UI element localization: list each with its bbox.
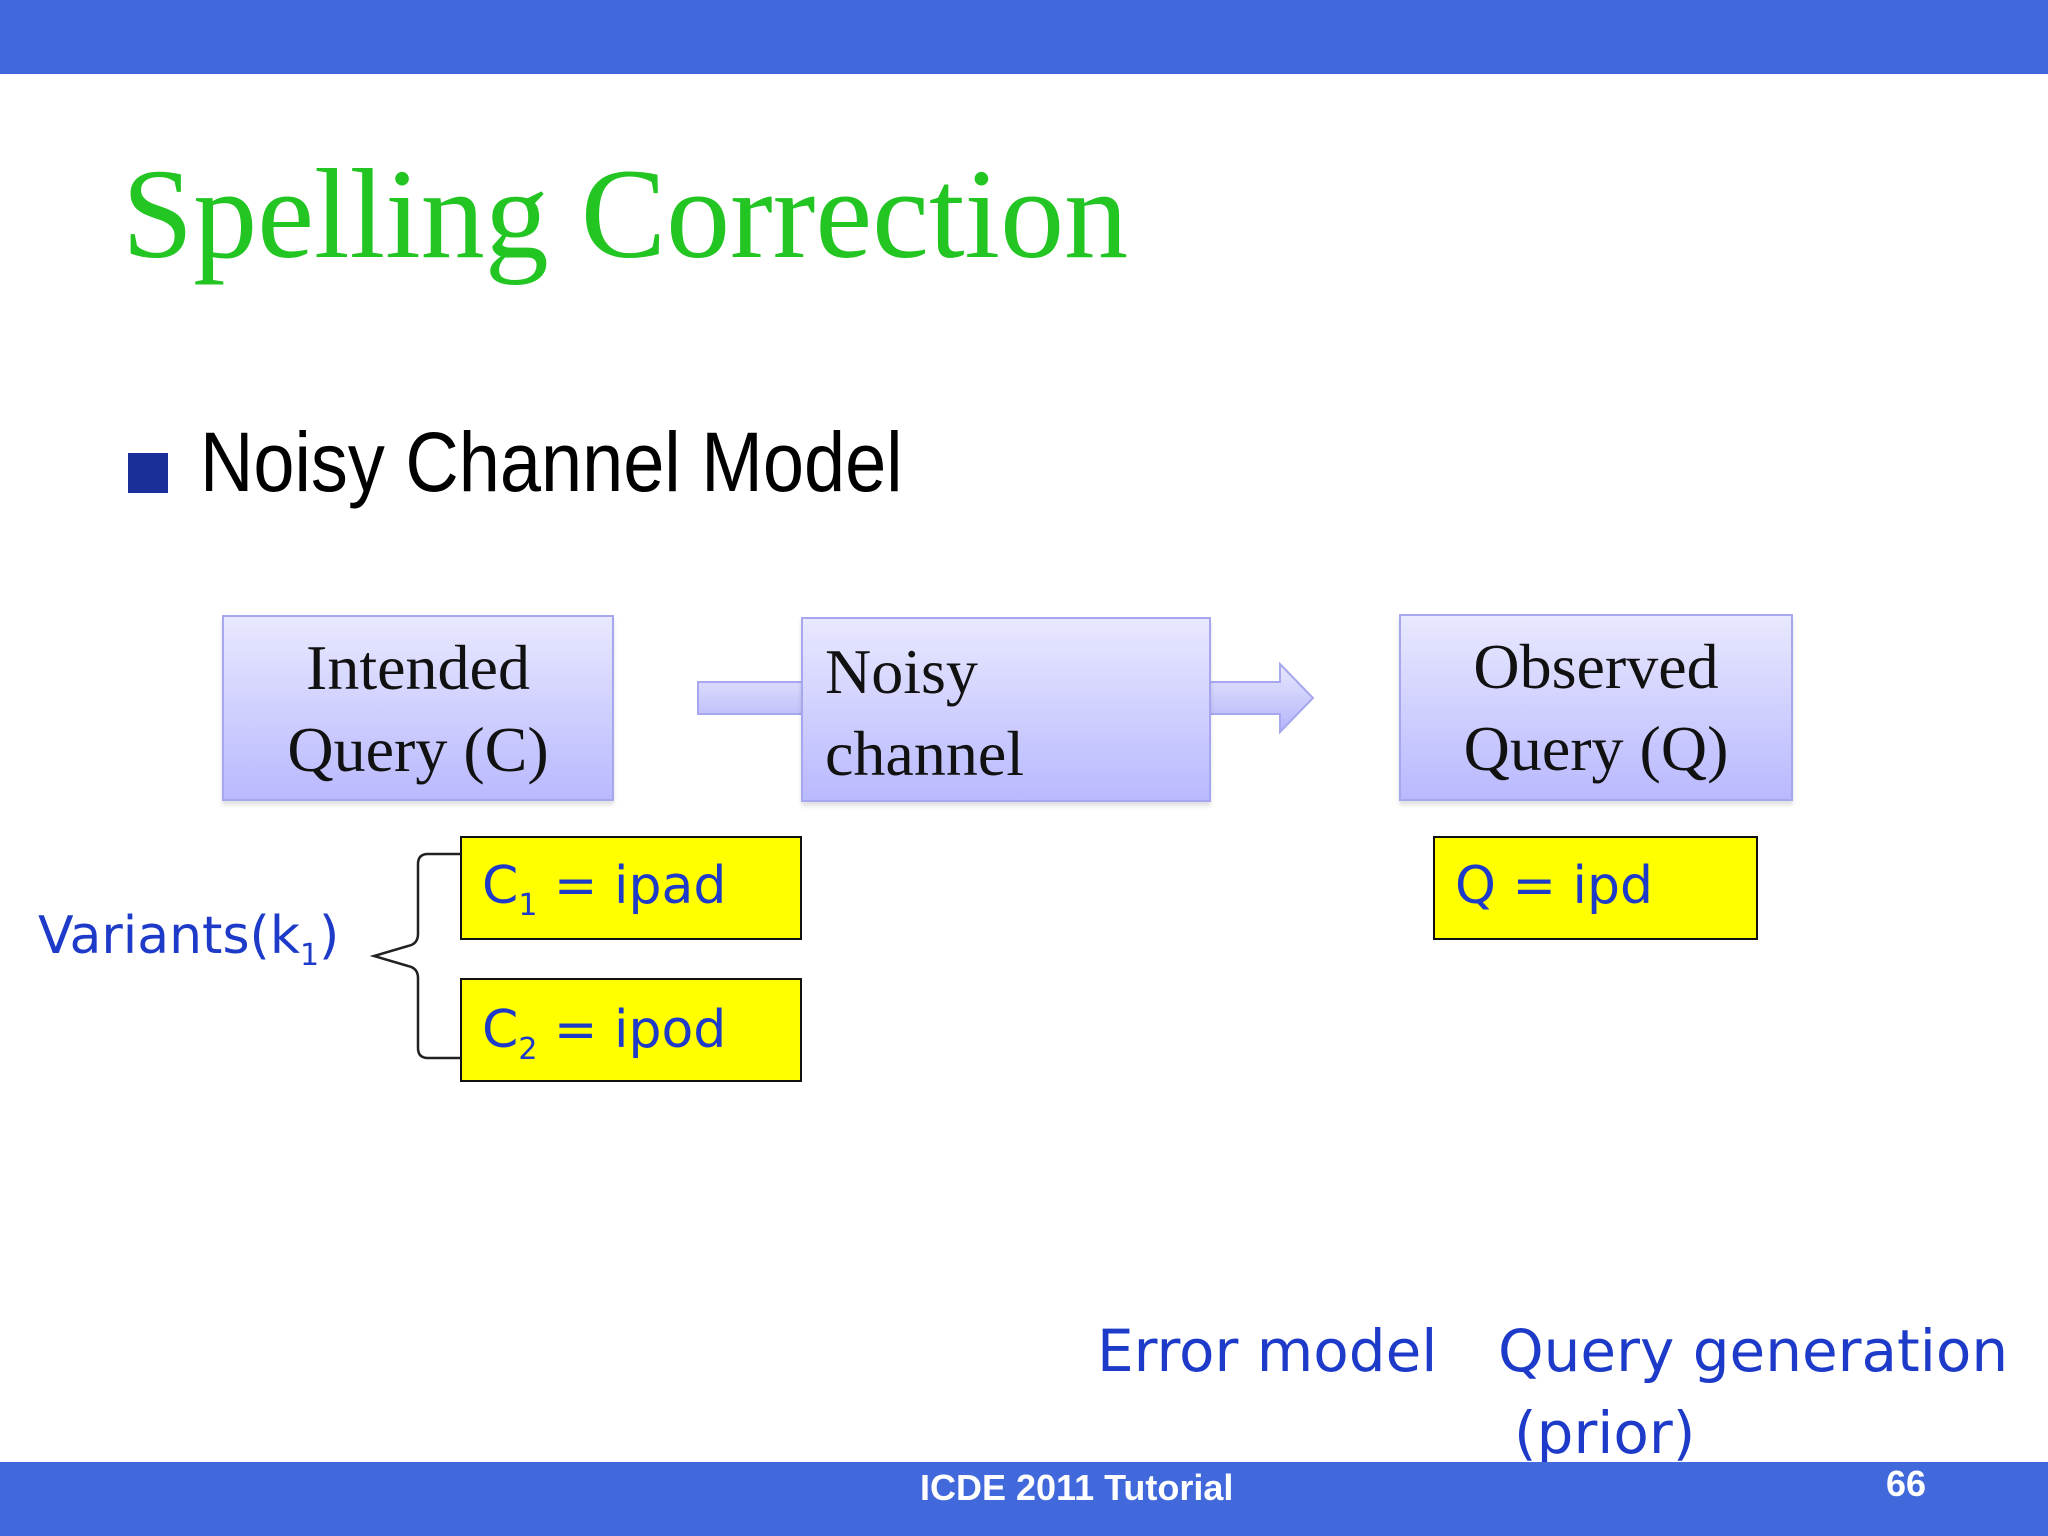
query-generation-label: Query generation [1498,1317,2009,1385]
c1-prefix: C [482,856,519,916]
header-bar [0,0,2048,74]
variants-label: Variants(k1) [38,910,339,971]
variants-subscript: 1 [299,938,320,973]
observed-line-1: Observed [1473,631,1719,702]
observed-value-box: Q = ipd [1433,836,1758,940]
page-number: 66 [1886,1463,1927,1504]
error-model-label: Error model [1097,1317,1438,1385]
c2-subscript: 2 [518,1032,538,1067]
c2-value: = ipod [537,1000,727,1060]
variant-c2-box: C2 = ipod [460,978,802,1082]
bullet-square-icon [128,453,168,493]
observed-line-2: Query (Q) [1463,713,1729,784]
query-generation-prior-label: (prior) [1514,1399,1696,1467]
bullet-text: Noisy Channel Model [200,415,903,509]
slide-title: Spelling Correction [122,143,1129,285]
c1-subscript: 1 [518,888,538,923]
intended-line-2: Query (C) [287,714,549,785]
variant-c1-box: C1 = ipad [460,836,802,940]
variants-brace [370,852,460,1060]
variants-prefix: Variants(k [38,906,300,966]
variants-suffix: ) [319,906,340,966]
footer-text: ICDE 2011 Tutorial [920,1467,1234,1508]
noisy-channel-box: Noisy channel [801,617,1211,802]
observed-query-box: Observed Query (Q) [1399,614,1793,801]
c1-value: = ipad [537,856,727,916]
c2-prefix: C [482,1000,519,1060]
noisy-line-1: Noisy [825,636,978,707]
footer-bar [0,1462,2048,1536]
intended-query-box: Intended Query (C) [222,615,614,801]
noisy-line-2: channel [825,718,1024,789]
intended-line-1: Intended [306,632,530,703]
